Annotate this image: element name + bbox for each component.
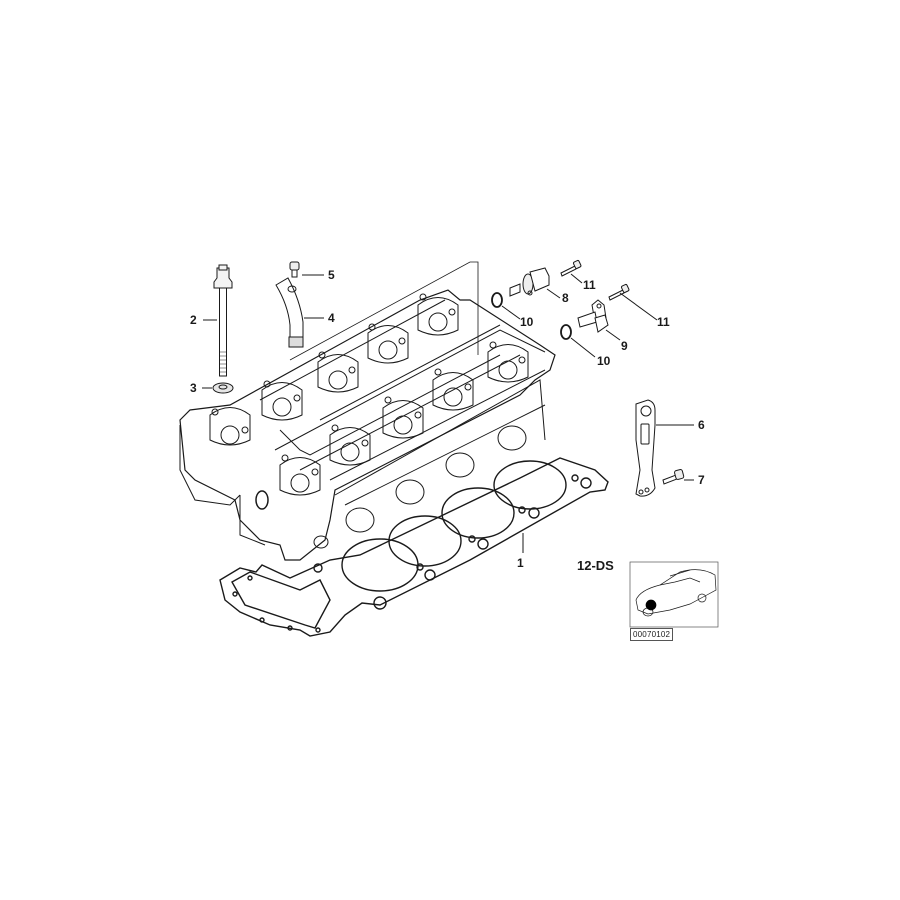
cylinder-bore-1 <box>341 538 419 592</box>
leader-line-10a <box>501 305 521 320</box>
callout-5[interactable]: 5 <box>328 268 335 282</box>
callout-2[interactable]: 2 <box>190 313 197 327</box>
bolt-7[interactable] <box>662 469 685 485</box>
reference-code: 00070102 <box>630 628 674 641</box>
leader-line-9 <box>605 329 621 341</box>
callout-11-lower[interactable]: 11 <box>657 315 670 329</box>
group-label: 12-DS <box>577 558 614 573</box>
o-ring-upper[interactable] <box>491 292 503 308</box>
callout-11-upper[interactable]: 11 <box>583 278 596 292</box>
leader-line-11a <box>570 273 583 284</box>
callout-7[interactable]: 7 <box>698 473 705 487</box>
cylinder-head-gasket[interactable] <box>219 457 609 637</box>
callout-6[interactable]: 6 <box>698 418 705 432</box>
cylinder-head <box>179 261 556 561</box>
callout-8[interactable]: 8 <box>562 291 569 305</box>
callout-4[interactable]: 4 <box>328 311 335 325</box>
callout-1[interactable]: 1 <box>517 556 524 570</box>
washer[interactable] <box>212 382 234 394</box>
leader-line-10b <box>570 337 596 358</box>
bearing-caps-exhaust <box>279 341 529 496</box>
bracket[interactable] <box>635 399 656 497</box>
cylinder-bore-2 <box>388 515 462 567</box>
leader-line-8 <box>546 288 561 299</box>
bolt-11-upper[interactable] <box>560 260 582 277</box>
cylinder-bore-3 <box>441 487 515 539</box>
camshaft-sensor-intake[interactable] <box>509 267 550 297</box>
callout-3[interactable]: 3 <box>190 381 197 395</box>
bearing-caps-intake <box>209 293 459 446</box>
vehicle-location-thumbnail <box>629 561 719 628</box>
callout-10-upper[interactable]: 10 <box>520 315 534 329</box>
location-marker-icon <box>645 599 657 611</box>
oil-pipe[interactable] <box>275 277 304 348</box>
cylinder-head-bolt[interactable] <box>213 264 233 377</box>
bolt-5[interactable] <box>289 261 300 278</box>
callout-10-lower[interactable]: 10 <box>597 354 611 368</box>
bolt-11-lower[interactable] <box>608 284 630 301</box>
camshaft-sensor-exhaust[interactable] <box>577 299 609 333</box>
callout-9[interactable]: 9 <box>621 339 628 353</box>
leader-line-11b <box>619 292 658 321</box>
o-ring-lower[interactable] <box>560 324 572 340</box>
